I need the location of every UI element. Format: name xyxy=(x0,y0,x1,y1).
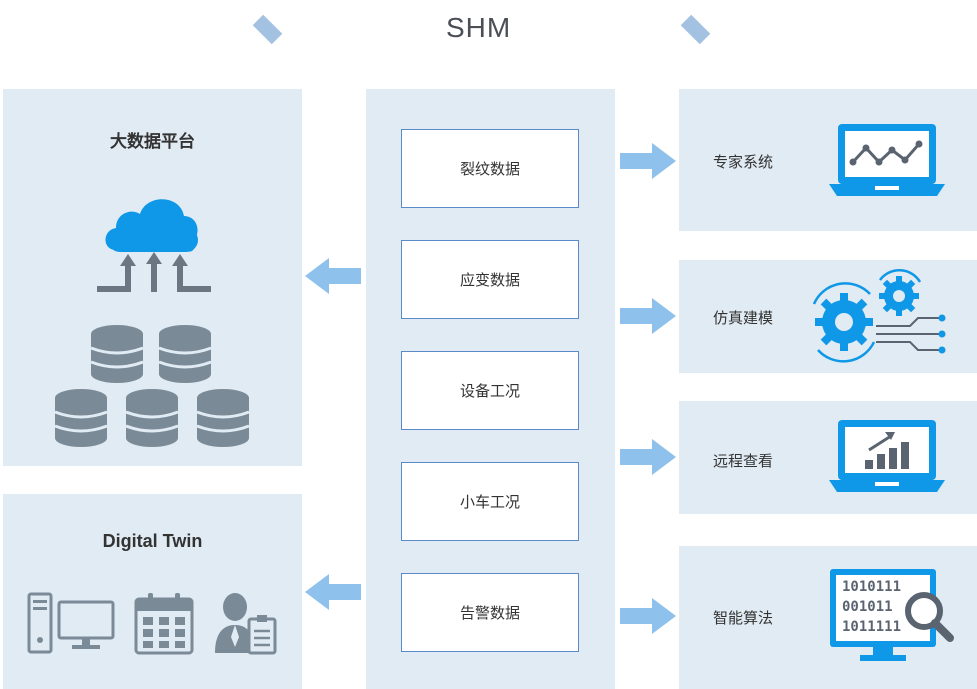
calendar-icon xyxy=(134,593,194,655)
arrow-right-icon xyxy=(620,598,676,634)
arrow-left-icon xyxy=(305,574,361,610)
arrow-left-icon xyxy=(305,258,361,294)
desktop-computer-icon xyxy=(27,592,115,654)
right-diamond-icon xyxy=(680,14,711,45)
database-icon xyxy=(196,389,250,447)
big-data-title: 大数据平台 xyxy=(110,132,195,152)
database-icon xyxy=(90,325,144,383)
equipment-status-box: 设备工况 xyxy=(401,351,579,430)
gears-circuit-icon xyxy=(812,268,946,363)
crack-data-box: 裂纹数据 xyxy=(401,129,579,208)
algorithm-label: 智能算法 xyxy=(713,609,774,627)
binary-row: 1010111 xyxy=(842,579,901,595)
arrow-right-icon xyxy=(620,143,676,179)
digital-twin-panel xyxy=(3,494,302,689)
left-diamond-icon xyxy=(252,14,283,45)
remote-view-label: 远程查看 xyxy=(713,452,774,470)
laptop-bar-chart-icon xyxy=(829,420,945,492)
digital-twin-title: Digital Twin xyxy=(102,531,203,551)
laptop-chart-icon xyxy=(829,124,945,196)
simulation-label: 仿真建模 xyxy=(713,309,774,327)
arrow-right-icon xyxy=(620,298,676,334)
user-clipboard-icon xyxy=(215,593,277,655)
database-icon xyxy=(54,389,108,447)
strain-data-box: 应变数据 xyxy=(401,240,579,319)
database-icon xyxy=(158,325,212,383)
binary-row: 1011111 xyxy=(842,619,901,635)
arrow-right-icon xyxy=(620,439,676,475)
expert-system-label: 专家系统 xyxy=(713,153,774,171)
monitor-binary-search-icon: 1010111 001011 1011111 xyxy=(830,569,954,661)
database-icon xyxy=(125,389,179,447)
page-title: SHM xyxy=(446,12,512,43)
binary-row: 001011 xyxy=(842,599,893,615)
cloud-upload-icon xyxy=(97,199,211,292)
trolley-status-box: 小车工况 xyxy=(401,462,579,541)
alarm-data-box: 告警数据 xyxy=(401,573,579,652)
